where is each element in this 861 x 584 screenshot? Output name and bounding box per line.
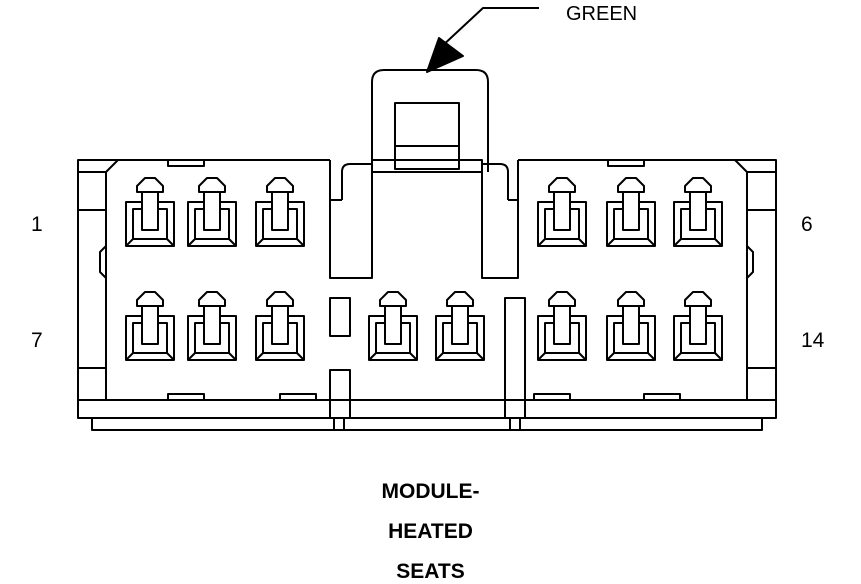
connector-latch bbox=[372, 70, 488, 172]
wire-color-label: GREEN bbox=[566, 3, 638, 25]
terminal-cavity bbox=[126, 292, 174, 360]
pin-label-1: 1 bbox=[31, 213, 43, 236]
terminal-cavity bbox=[674, 178, 722, 246]
terminal-cavity bbox=[538, 292, 586, 360]
terminal-cavity bbox=[538, 178, 586, 246]
connector-housing bbox=[78, 160, 776, 430]
terminal-cavity bbox=[436, 292, 484, 360]
connector-title-line-3: SEATS bbox=[396, 560, 465, 583]
terminal-cavity bbox=[188, 178, 236, 246]
color-leader-arrow bbox=[427, 8, 539, 72]
pin-label-6: 6 bbox=[801, 213, 813, 236]
terminal-cavity bbox=[126, 178, 174, 246]
terminal-cavity bbox=[607, 292, 655, 360]
center-keyway bbox=[330, 160, 525, 418]
connector-title-line-1: MODULE- bbox=[381, 480, 480, 503]
terminal-cavity bbox=[607, 178, 655, 246]
terminal-cavity bbox=[369, 292, 417, 360]
terminal-cavity bbox=[256, 178, 304, 246]
connector-title-line-2: HEATED bbox=[388, 520, 473, 543]
terminal-cavity bbox=[188, 292, 236, 360]
terminal-cavity bbox=[256, 292, 304, 360]
terminal-cavity bbox=[674, 292, 722, 360]
terminal-cavities bbox=[126, 178, 722, 360]
pin-label-7: 7 bbox=[31, 329, 43, 352]
pin-label-14: 14 bbox=[801, 329, 825, 352]
